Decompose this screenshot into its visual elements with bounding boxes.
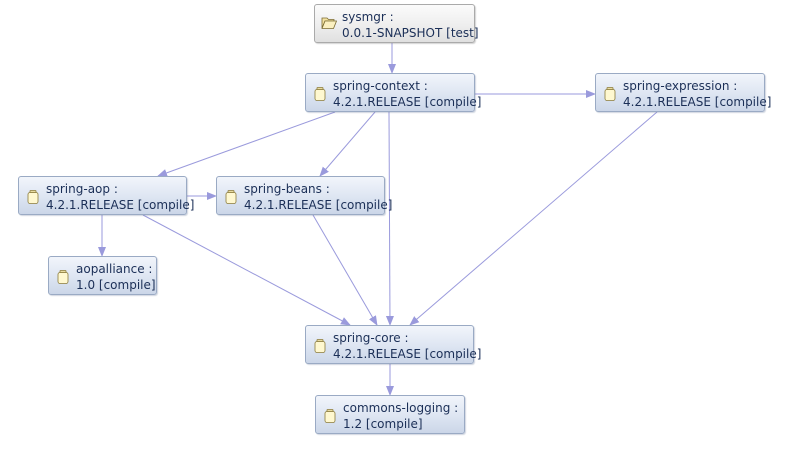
jar-icon bbox=[604, 87, 616, 101]
node-name: aopalliance : bbox=[76, 262, 153, 276]
edge-spring-expression-to-spring-core bbox=[409, 111, 658, 326]
node-name: spring-expression : bbox=[623, 79, 738, 93]
node-version: 1.2 [compile] bbox=[343, 417, 423, 431]
node-version: 4.2.1.RELEASE [compile] bbox=[333, 95, 482, 109]
node-version: 1.0 [compile] bbox=[76, 278, 156, 292]
edge-spring-context-to-spring-core bbox=[385, 111, 394, 326]
node-name: spring-aop : bbox=[46, 182, 118, 196]
jar-icon bbox=[314, 87, 326, 101]
edge-spring-beans-to-spring-core bbox=[312, 214, 378, 326]
node-name: commons-logging : bbox=[343, 401, 459, 415]
node-spring-beans[interactable]: spring-beans : 4.2.1.RELEASE [compile] bbox=[216, 176, 393, 215]
node-name: spring-beans : bbox=[244, 182, 330, 196]
edge-spring-context-to-spring-aop bbox=[157, 111, 336, 177]
edge-spring-context-to-spring-beans bbox=[319, 111, 376, 177]
jar-icon bbox=[27, 190, 39, 204]
node-version: 4.2.1.RELEASE [compile] bbox=[244, 198, 393, 212]
node-version: 4.2.1.RELEASE [compile] bbox=[623, 95, 772, 109]
node-sysmgr[interactable]: sysmgr : 0.0.1-SNAPSHOT [test] bbox=[314, 4, 479, 43]
node-name: spring-core : bbox=[333, 331, 409, 345]
node-spring-expression[interactable]: spring-expression : 4.2.1.RELEASE [compi… bbox=[595, 73, 772, 112]
node-version: 4.2.1.RELEASE [compile] bbox=[333, 347, 482, 361]
node-aopalliance[interactable]: aopalliance : 1.0 [compile] bbox=[48, 256, 157, 295]
jar-icon bbox=[314, 339, 326, 353]
node-commons-logging[interactable]: commons-logging : 1.2 [compile] bbox=[315, 395, 465, 434]
jar-icon bbox=[324, 409, 336, 423]
node-version: 4.2.1.RELEASE [compile] bbox=[46, 198, 195, 212]
node-name: sysmgr : bbox=[342, 10, 394, 24]
edge-spring-aop-to-spring-core bbox=[142, 214, 351, 326]
node-name: spring-context : bbox=[333, 79, 428, 93]
node-spring-context[interactable]: spring-context : 4.2.1.RELEASE [compile] bbox=[305, 73, 482, 112]
jar-icon bbox=[225, 190, 237, 204]
folder-open-icon bbox=[321, 17, 337, 29]
node-spring-aop[interactable]: spring-aop : 4.2.1.RELEASE [compile] bbox=[18, 176, 195, 215]
node-version: 0.0.1-SNAPSHOT [test] bbox=[342, 26, 479, 40]
node-spring-core[interactable]: spring-core : 4.2.1.RELEASE [compile] bbox=[305, 325, 482, 364]
jar-icon bbox=[57, 270, 69, 284]
